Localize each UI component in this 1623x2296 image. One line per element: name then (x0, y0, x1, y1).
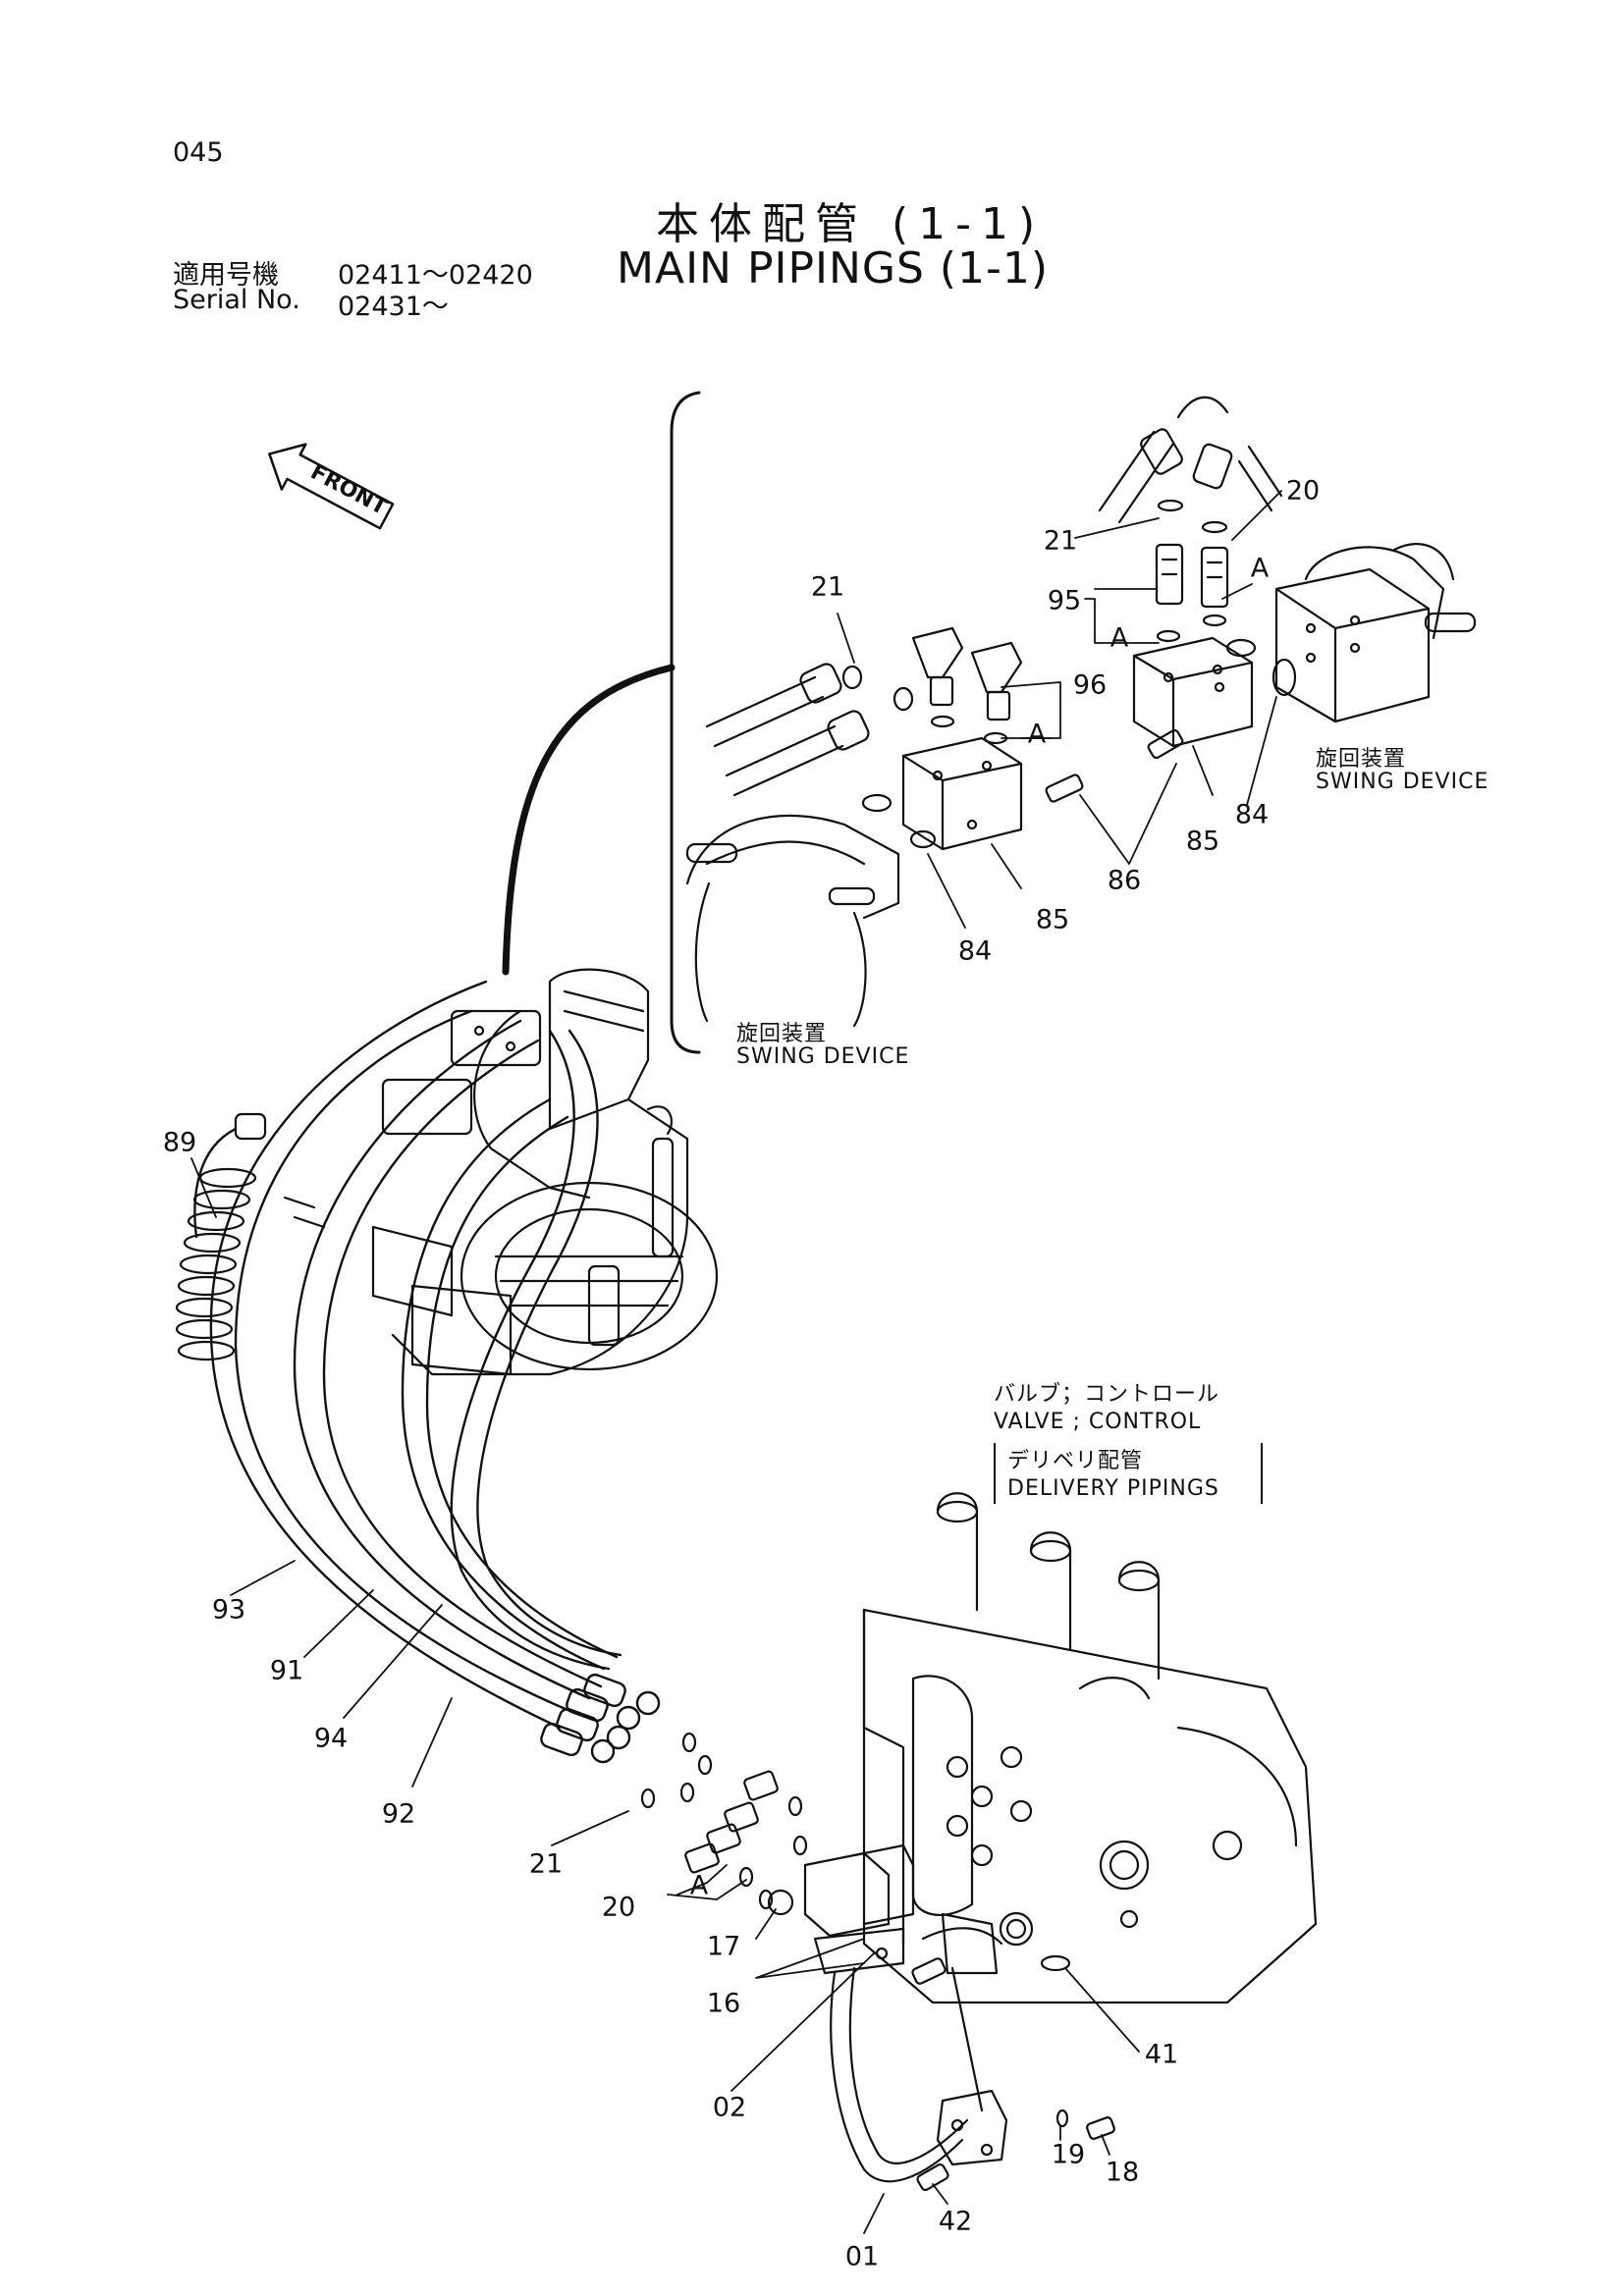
serial-range-1: 02411～02420 (338, 260, 533, 291)
callout-85-right: 85 (1185, 826, 1220, 857)
control-valve (864, 1493, 1316, 2002)
serial-label-jp: 適用号機 (173, 260, 279, 291)
callout-89: 89 (162, 1127, 197, 1158)
valve-note-en: VALVE ; CONTROL (994, 1410, 1202, 1434)
page-title-en: MAIN PIPINGS (1-1) (617, 243, 1050, 294)
serial-label-en: Serial No. (173, 285, 300, 315)
callout-85-left: 85 (1035, 904, 1070, 935)
callout-17: 17 (706, 1931, 741, 1962)
serial-range-2: 02431～ (338, 292, 449, 322)
page-number: 045 (173, 137, 224, 168)
callout-84-left: 84 (957, 935, 993, 967)
detail-bracket (672, 393, 699, 1052)
callout-21-top: 21 (1043, 525, 1078, 557)
delivery-note-jp: デリベリ配管 (1007, 1449, 1144, 1473)
hose-bundle (177, 982, 659, 1762)
callout-93: 93 (211, 1594, 246, 1626)
callout-86: 86 (1107, 865, 1142, 896)
delivery-bracket (994, 1443, 1263, 1504)
callout-96: 96 (1072, 669, 1108, 701)
callout-20-bottom: 20 (601, 1892, 636, 1923)
callout-92: 92 (381, 1798, 416, 1830)
callout-16: 16 (706, 1988, 741, 2019)
callout-a-top: A (1250, 553, 1270, 584)
callout-a-95: A (1109, 622, 1129, 654)
callout-18: 18 (1105, 2157, 1140, 2188)
callout-21-mid: 21 (810, 571, 845, 603)
callout-84-right: 84 (1234, 799, 1270, 830)
front-arrow-icon (257, 431, 399, 538)
swing-device-note-jp-left: 旋回装置 (736, 1022, 828, 1046)
callout-91: 91 (269, 1655, 304, 1686)
callout-94: 94 (313, 1723, 349, 1754)
delivery-note-en: DELIVERY PIPINGS (1007, 1476, 1219, 1501)
swing-device-main (236, 970, 717, 1374)
callout-21-bottom: 21 (528, 1848, 564, 1880)
leader-lines (191, 491, 1281, 2233)
swing-device-note-jp-right: 旋回装置 (1316, 747, 1407, 772)
swing-device-note-en-right: SWING DEVICE (1316, 770, 1489, 794)
swing-device-note-en-left: SWING DEVICE (736, 1044, 910, 1069)
detail-leader (506, 667, 672, 972)
callout-02: 02 (712, 2092, 747, 2123)
inset-upper-right (1100, 398, 1475, 760)
callout-42: 42 (938, 2206, 973, 2237)
callout-a-bottom: A (689, 1870, 709, 1901)
valve-note-jp: バルブ；コントロール (994, 1382, 1220, 1407)
callout-20-top: 20 (1285, 475, 1321, 507)
valve-fittings (642, 1734, 1115, 2191)
callout-a-96: A (1027, 719, 1047, 750)
callout-41: 41 (1144, 2039, 1179, 2070)
page-title-jp: 本体配管 (1-1) (656, 199, 1046, 249)
inset-middle (687, 628, 1084, 1026)
callout-95: 95 (1047, 585, 1082, 616)
callout-19: 19 (1051, 2139, 1086, 2170)
callout-01: 01 (844, 2241, 880, 2272)
